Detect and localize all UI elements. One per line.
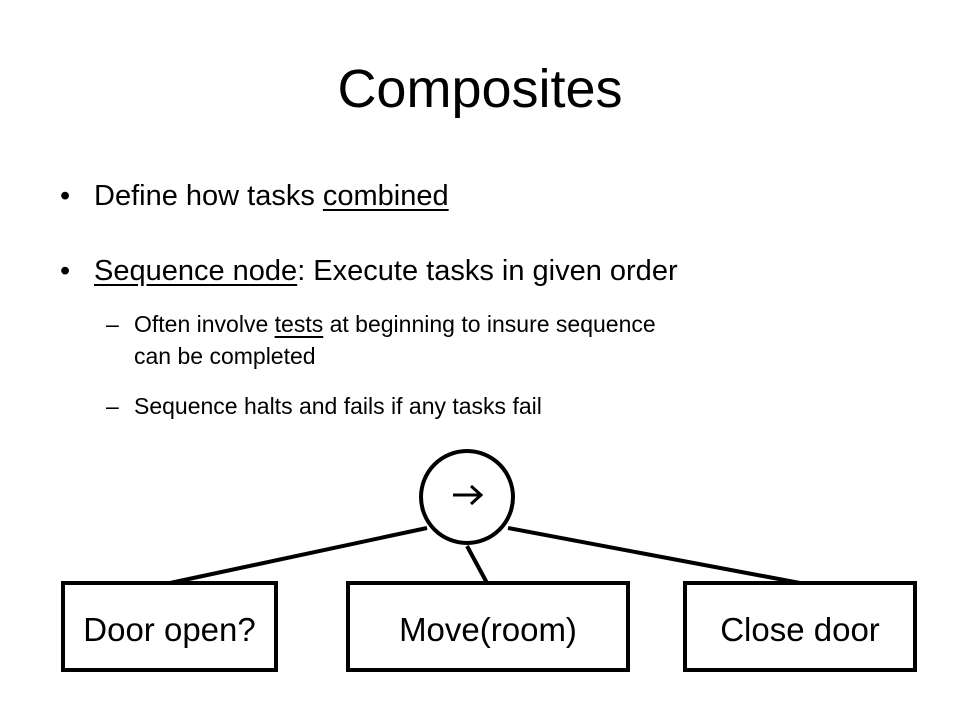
task-label: Door open?: [83, 611, 255, 648]
task-label: Close door: [720, 611, 880, 648]
bullet-combined: •Define how tasks combined: [60, 180, 449, 212]
term-sequence-node: Sequence node: [94, 255, 298, 287]
task-box-move-room: Move(room): [346, 581, 630, 672]
page-title: Composites: [337, 59, 623, 119]
edge-to-close-door: [507, 526, 801, 585]
term-combined: combined: [322, 180, 449, 212]
task-box-close-door: Close door: [683, 581, 917, 672]
bullet-dot: •: [60, 255, 71, 287]
edge-to-move-room: [465, 545, 489, 584]
task-label: Move(room): [399, 611, 577, 648]
term-tests: tests: [274, 311, 324, 337]
task-box-door-open: Door open?: [61, 581, 278, 672]
root-circle: [419, 449, 515, 545]
bullet-dot: •: [60, 180, 71, 212]
sub-bullet-tests: –Often involve tests at beginning to ins…: [106, 311, 656, 369]
bullet-sequence-node: •Sequence node: Execute tasks in given o…: [60, 255, 678, 287]
edge-to-door-open: [169, 526, 428, 585]
sub-bullet-halts: –Sequence halts and fails if any tasks f…: [106, 393, 542, 419]
sequence-root-node: [419, 449, 515, 545]
arrow-right-icon: [453, 484, 484, 506]
